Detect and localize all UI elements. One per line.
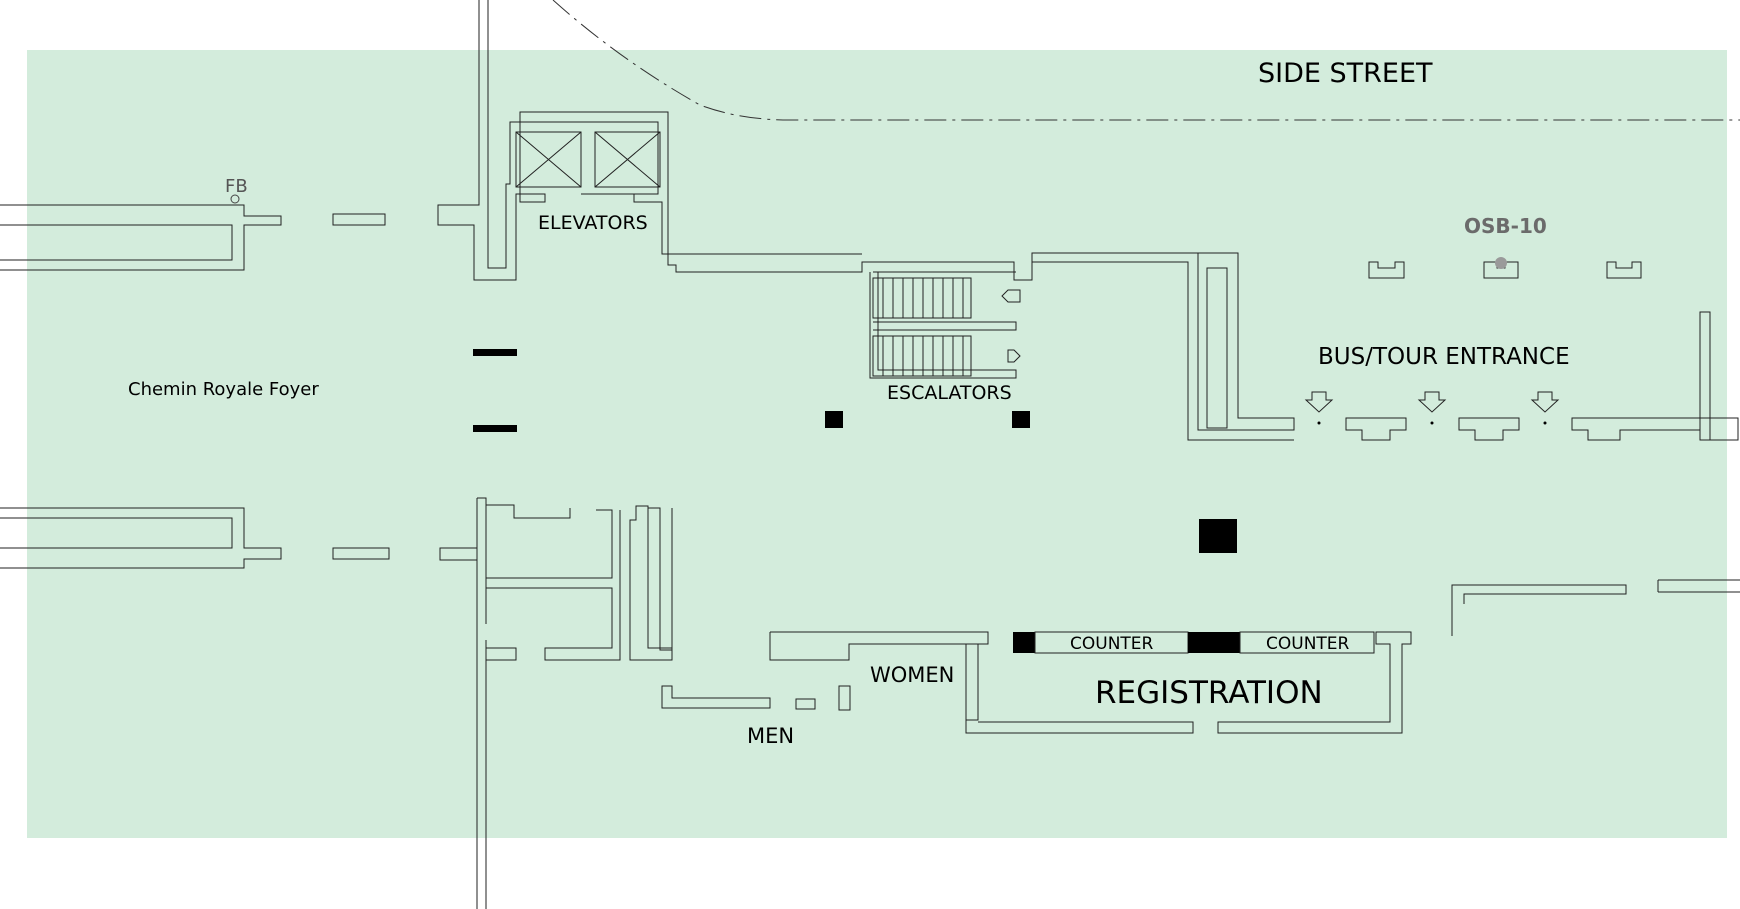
column [1199, 519, 1237, 553]
foyer-label: Chemin Royale Foyer [128, 379, 319, 400]
counter-block [1188, 632, 1240, 653]
counter-label: COUNTER [1070, 634, 1154, 654]
elevators [515, 131, 661, 195]
column [473, 349, 517, 356]
escalator-arrow-down-icon [1007, 349, 1021, 363]
entrance-arrow-icon [1304, 391, 1334, 413]
vertical-wall [437, 0, 1295, 909]
entrance-dot [1543, 421, 1547, 425]
counter-block [1013, 632, 1035, 653]
corridor-bottom-left [0, 507, 390, 569]
escalators [869, 271, 1017, 379]
corridor-top-left [0, 204, 386, 271]
entrance-arrow-icon [1530, 391, 1560, 413]
counter [1239, 631, 1375, 654]
osb-label: OSB-10 [1464, 214, 1547, 238]
registration-walls [965, 631, 1412, 734]
osb-fixture [1368, 261, 1405, 279]
entrance-arrow-icon [1417, 391, 1447, 413]
column [825, 411, 843, 428]
fb-marker-icon [230, 194, 240, 204]
floor-area [27, 50, 1727, 838]
osb-marker-icon [1495, 257, 1507, 269]
entrance-dot [1430, 421, 1434, 425]
column [473, 425, 517, 432]
right-walls [1451, 579, 1740, 636]
osb-fixture [1606, 261, 1642, 279]
escalator-arrow-up-icon [1001, 289, 1021, 303]
women-label: WOMEN [870, 663, 954, 687]
column [1012, 411, 1030, 428]
elevators-label: ELEVATORS [538, 212, 648, 234]
fb-label: FB [225, 176, 248, 197]
bus-tour-entrance-label: BUS/TOUR ENTRANCE [1318, 344, 1570, 370]
entrance-dot [1317, 421, 1321, 425]
restroom-walls [661, 631, 989, 711]
bus-entrance-doors [1293, 311, 1739, 441]
registration-label: REGISTRATION [1095, 675, 1323, 711]
counter-label: COUNTER [1266, 634, 1350, 654]
side-street-label: SIDE STREET [1258, 58, 1433, 89]
street-curb [552, 0, 1740, 121]
escalators-label: ESCALATORS [887, 382, 1012, 404]
men-label: MEN [747, 724, 794, 748]
